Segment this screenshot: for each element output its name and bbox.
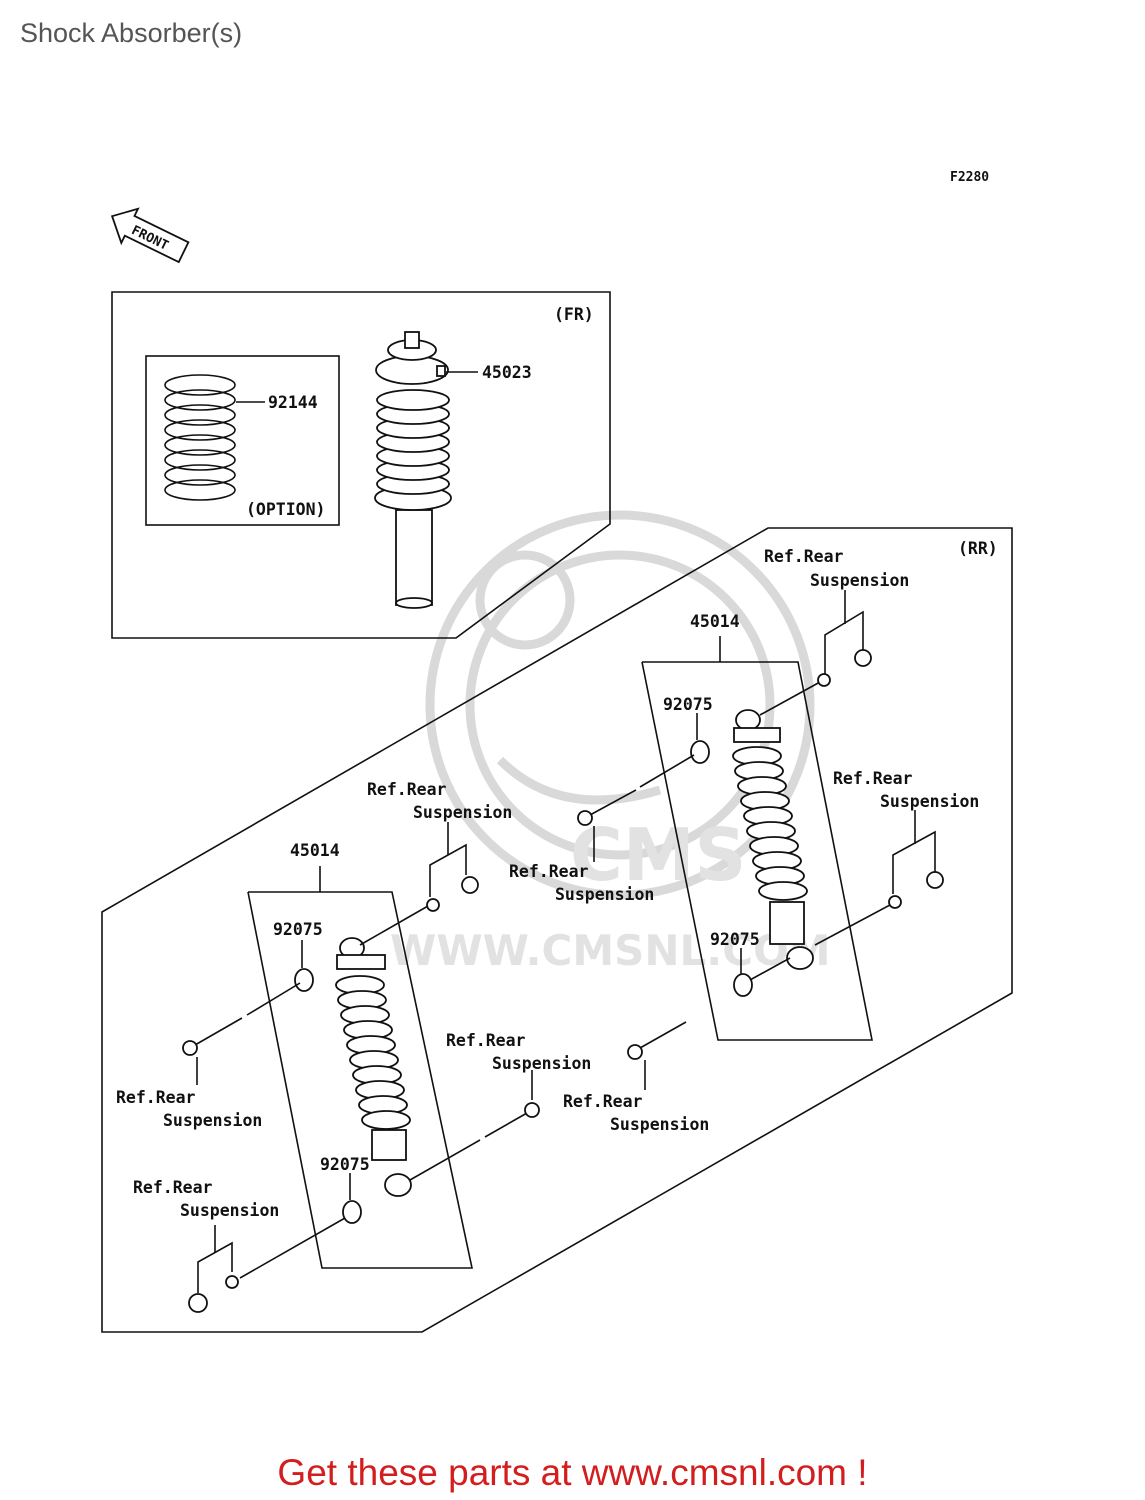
part-45014-right: 45014 xyxy=(690,612,740,631)
ref-label-2-line1: Ref.Rear xyxy=(833,769,913,788)
nut-left-lower xyxy=(188,1293,208,1313)
ref-label-6-line1: Ref.Rear xyxy=(563,1092,643,1111)
ref-label-5-line2: Suspension xyxy=(492,1054,591,1073)
ref-label-5-line1: Ref.Rear xyxy=(446,1031,526,1050)
collar-right-upper xyxy=(690,740,710,764)
figure-code: F2280 xyxy=(950,170,989,185)
front-group-frame xyxy=(111,291,611,639)
watermark-text: WWW.CMSNL.COM xyxy=(390,926,831,975)
ref-label-1-line2: Suspension xyxy=(810,571,909,590)
ref-label-6-line2: Suspension xyxy=(610,1115,709,1134)
ref-label-2-line2: Suspension xyxy=(880,792,979,811)
ref-label-8-line2: Suspension xyxy=(180,1201,279,1220)
front-tag: (FR) xyxy=(554,305,594,324)
left-rear-shock xyxy=(335,937,412,1197)
part-92075-left-lower: 92075 xyxy=(320,1155,370,1174)
option-tag: (OPTION) xyxy=(246,500,325,519)
part-92075-left-upper: 92075 xyxy=(273,920,323,939)
ref-label-4-line2: Suspension xyxy=(413,803,512,822)
collar-right-lower xyxy=(733,973,753,997)
option-spring xyxy=(164,374,236,501)
ref-label-7-line2: Suspension xyxy=(163,1111,262,1130)
right-rear-shock xyxy=(732,709,814,970)
ref-label-3-line2: Suspension xyxy=(555,885,654,904)
part-45023: 45023 xyxy=(482,363,532,382)
collar-left-upper xyxy=(294,968,314,992)
watermark-logo: CMS WWW.CMSNL.COM xyxy=(390,510,831,975)
option-frame xyxy=(145,355,340,526)
nut-right-upper xyxy=(854,649,872,667)
rear-group-frame xyxy=(101,527,1013,1333)
nut-right-lower xyxy=(926,871,944,889)
rear-tag: (RR) xyxy=(958,539,998,558)
ref-label-7-line1: Ref.Rear xyxy=(116,1088,196,1107)
nut-left-upper xyxy=(461,876,479,894)
part-45014-left: 45014 xyxy=(290,841,340,860)
part-92144: 92144 xyxy=(268,393,318,412)
washer-right-lower xyxy=(888,895,902,909)
bolt-left-upper xyxy=(182,1040,198,1056)
ref-label-3-line1: Ref.Rear xyxy=(509,862,589,881)
washer-right-upper xyxy=(817,673,831,687)
washer-left-lower xyxy=(225,1275,239,1289)
bolt-left-lower xyxy=(524,1102,540,1118)
footer-cta-link[interactable]: Get these parts at www.cmsnl.com ! xyxy=(277,1452,868,1493)
svg-text:CMS: CMS xyxy=(570,813,746,897)
bolt-right-upper xyxy=(577,810,593,826)
ref-label-1-line1: Ref.Rear xyxy=(764,547,844,566)
part-92075-right-upper: 92075 xyxy=(663,695,713,714)
collar-left-lower xyxy=(342,1200,362,1224)
ref-label-8-line1: Ref.Rear xyxy=(133,1178,213,1197)
page-title: Shock Absorber(s) xyxy=(20,18,243,48)
ref-label-4-line1: Ref.Rear xyxy=(367,780,447,799)
bolt-right-lower xyxy=(627,1044,643,1060)
front-shock-45023 xyxy=(374,331,452,609)
front-arrow-icon: FRONT xyxy=(110,207,190,264)
part-92075-right-lower: 92075 xyxy=(710,930,760,949)
washer-left-upper xyxy=(426,898,440,912)
